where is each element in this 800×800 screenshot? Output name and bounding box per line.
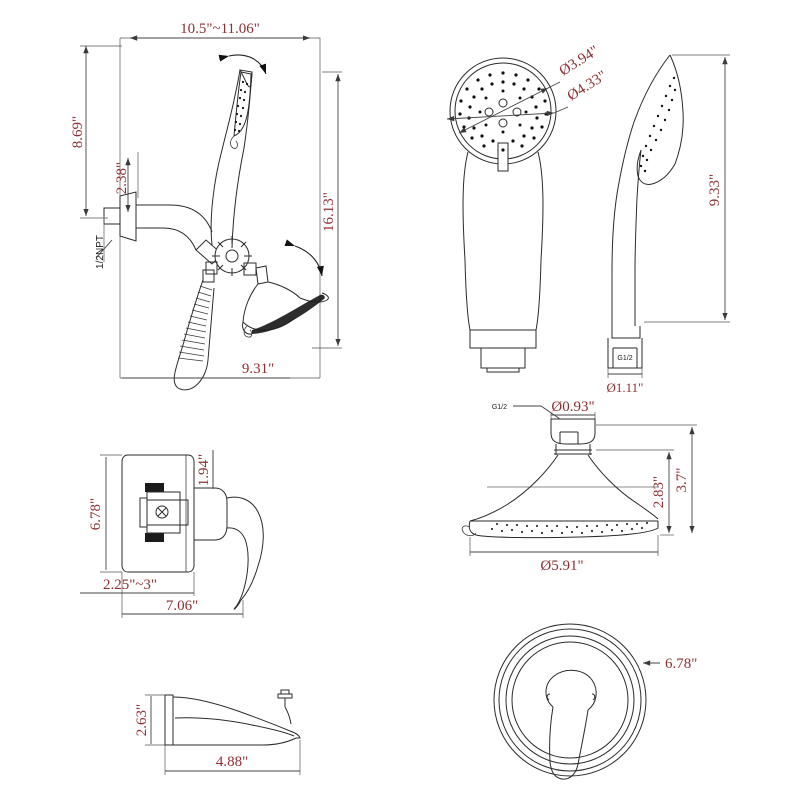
- handheld-profile: G1/2: [607, 54, 684, 369]
- dim-escutcheon-height: 2.38": [114, 152, 139, 212]
- handheld-rotation-arrow: [218, 54, 267, 75]
- tub-spout-body: [164, 689, 301, 746]
- dim-label-face-diameter: Ø5.91": [540, 558, 583, 574]
- label-inlet-thread: 1/2NPT: [95, 216, 113, 269]
- dim-label-spout-height: 2.63": [134, 704, 150, 736]
- rain-head-rotation-arrow: [284, 239, 324, 277]
- dim-connector-diameter: Ø1.11": [607, 368, 644, 395]
- dim-rough-in-depth: 2.25"~3": [80, 572, 195, 596]
- dim-label-projection: 9.31": [242, 361, 274, 377]
- dim-label-inlet-diameter: Ø0.93": [551, 399, 594, 415]
- dim-overall-height: 16.13": [312, 71, 342, 349]
- dim-label-spout-length: 4.88": [216, 754, 248, 770]
- side-spray-dots: [639, 76, 677, 173]
- dim-inlet-diameter: Ø0.93": [550, 399, 596, 419]
- label-g12-rain: G1/2: [492, 404, 561, 420]
- dim-handheld-length: 9.33": [644, 54, 730, 323]
- construction-box: [119, 37, 321, 379]
- dim-escutcheon-diameter-round: 6.78": [643, 656, 697, 672]
- dim-outer-diameter: Ø4.33": [446, 68, 610, 122]
- dim-label-arm-height: 8.69": [70, 116, 86, 148]
- dim-body-height: 2.83": [596, 449, 674, 536]
- label-g12-handheld: G1/2: [617, 355, 632, 362]
- dim-face-diameter: Ø5.91": [469, 535, 659, 574]
- dim-label-rough-in-depth: 2.25"~3": [103, 577, 157, 593]
- spray-face-dots: [233, 80, 249, 133]
- dim-label-overall-height: 16.13": [321, 192, 337, 232]
- dim-arm-height: 8.69": [70, 45, 122, 219]
- dim-overall-width: 10.5"~11.06": [130, 21, 310, 41]
- dim-label-escutcheon-height-square: 6.78": [88, 498, 104, 530]
- dim-escutcheon-height-square: 6.78": [88, 454, 122, 573]
- view-valve-trim-round: 6.78": [493, 623, 697, 780]
- square-escutcheon: [121, 454, 264, 610]
- dim-label-inlet-thread: 1/2NPT: [95, 235, 106, 269]
- combo-rain-head: [242, 265, 329, 338]
- dim-overall-height-rain: 3.7": [596, 424, 697, 533]
- view-shower-combo-assembly: 10.5"~11.06" 8.69" 2.38" 1/2NPT 16.13": [70, 21, 342, 391]
- dim-spout-height: 2.63": [134, 694, 165, 746]
- diverter-hub: [195, 236, 257, 283]
- hose-coils: [177, 285, 213, 362]
- dim-label-g12-rain: G1/2: [492, 404, 507, 411]
- view-handheld-front: Ø3.94" Ø4.33": [446, 43, 610, 373]
- rain-face-texture: [490, 521, 649, 535]
- view-tub-spout: 2.63" 4.88": [134, 689, 301, 775]
- dim-label-escutcheon-height: 2.38": [114, 162, 130, 194]
- dim-label-overall-height-rain: 3.7": [674, 468, 690, 493]
- handheld-in-holder: [210, 69, 253, 249]
- dim-label-handle-offset: 1.94": [196, 454, 212, 486]
- view-valve-trim-square: 6.78" 1.94" 2.25"~3" 7.06": [80, 450, 264, 618]
- dim-spout-length: 4.88": [164, 740, 301, 775]
- dim-label-overall-projection: 7.06": [166, 598, 198, 614]
- dim-label-overall-width: 10.5"~11.06": [180, 21, 260, 37]
- shower-hose: [173, 279, 215, 391]
- view-rain-shower-head: G1/2 Ø0.93" 2.83" 3.7" Ø5.91": [461, 399, 697, 574]
- dim-label-connector-diameter: Ø1.11": [607, 380, 644, 395]
- spray-nozzle-dots: [458, 71, 548, 152]
- handheld-face: [449, 57, 557, 373]
- dim-overall-projection: 7.06": [121, 596, 244, 618]
- dim-label-escutcheon-diameter-round: 6.78": [665, 656, 697, 672]
- dim-handle-offset: 1.94": [196, 450, 214, 489]
- dim-projection: 9.31": [122, 361, 290, 379]
- round-escutcheon: [493, 623, 647, 780]
- rain-head-body: [461, 418, 659, 539]
- dim-label-body-height: 2.83": [651, 476, 667, 508]
- dim-label-handheld-length: 9.33": [707, 174, 723, 206]
- view-handheld-side: G1/2 9.33": [607, 54, 730, 395]
